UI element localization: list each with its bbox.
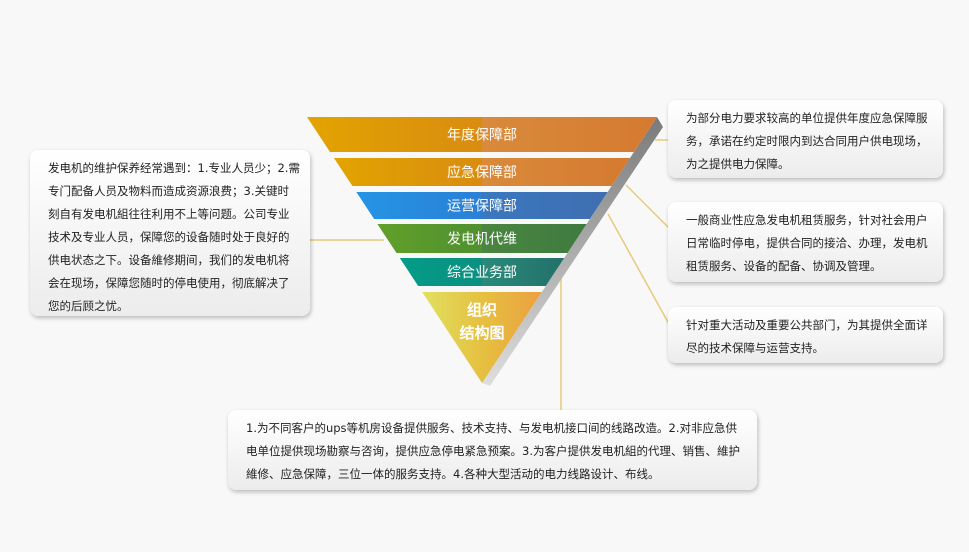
connector-lines	[308, 139, 670, 411]
pyramid-apex-label: 结构图	[459, 324, 504, 342]
info-box-right-middle: 一般商业性应急发电机租赁服务，针对社会用户日常临时停电，提供合同的接洽、办理，发…	[668, 202, 943, 282]
info-box-right-bottom: 针对重大活动及重要公共部门，为其提供全面详尽的技术保障与运营支持。	[668, 307, 943, 363]
pyramid-apex	[422, 292, 542, 383]
pyramid-band-label: 运营保障部	[447, 199, 517, 215]
info-box-right-top: 为部分电力要求较高的单位提供年度应急保障服务，承诺在约定时限内到达合同用户供电现…	[668, 100, 943, 178]
pyramid-band	[377, 224, 587, 253]
pyramid-band	[399, 258, 565, 286]
info-box-bottom: 1.为不同客户的ups等机房设备提供服务、技术支持、与发电机接口间的线路改造。2…	[228, 410, 757, 490]
pyramid-band-label: 综合业务部	[447, 265, 517, 281]
pyramid-band	[356, 192, 608, 219]
pyramid-band	[307, 117, 657, 152]
connector-right-middle	[625, 184, 670, 229]
pyramid-band-label: 年度保障部	[447, 128, 517, 144]
pyramid-apex-label: 组织	[467, 301, 497, 319]
connector-right-bottom	[607, 213, 670, 325]
pyramid-band-label: 发电机代维	[447, 232, 517, 248]
pyramid-band	[333, 158, 631, 186]
info-box-left: 发电机的维护保养经常遇到：1.专业人员少；2.需专门配备人员及物料而造成资源浪费…	[30, 150, 310, 316]
pyramid-side-shadow	[482, 117, 663, 386]
pyramid-band-label: 应急保障部	[447, 164, 517, 181]
